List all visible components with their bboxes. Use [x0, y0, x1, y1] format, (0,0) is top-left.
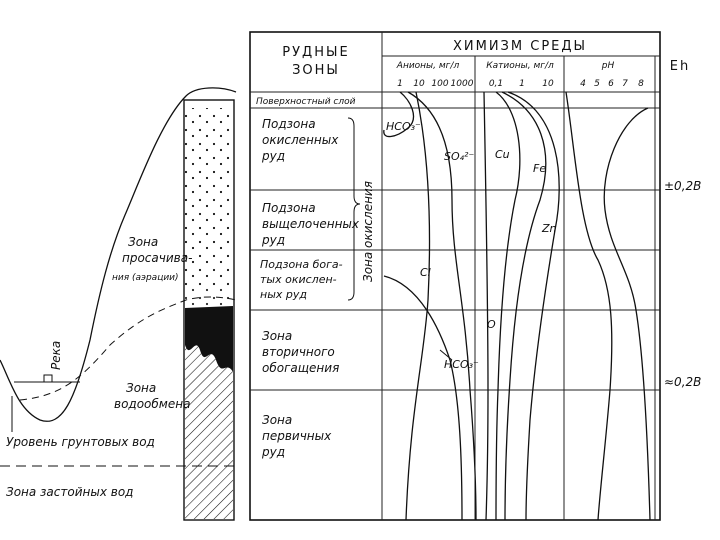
anions-tick: 10 — [413, 79, 425, 89]
chemistry-header: ХИМИЗМ СРЕДЫ — [453, 39, 587, 54]
ph-tick: 6 — [608, 79, 614, 89]
secondary-enrichment-black — [185, 306, 233, 372]
hco3-lower-curve — [383, 275, 463, 521]
ph-curves — [565, 91, 651, 521]
zn-label: Zn — [541, 222, 557, 235]
rich-ore-speckle — [185, 288, 233, 308]
anions-tick: 1000 — [451, 79, 474, 89]
anions-tick: 1 — [397, 79, 403, 89]
river-marker — [43, 374, 53, 382]
so4-curve — [407, 91, 477, 521]
oxidized-subzone-label: Подзона окисленных руд — [261, 117, 342, 163]
cl-curve — [405, 91, 431, 521]
ore-zones-header-2: ЗОНЫ — [292, 63, 340, 78]
cu-curve — [495, 91, 521, 521]
ph-tick: 7 — [622, 79, 628, 89]
o2-label: O — [487, 318, 496, 331]
seepage-zone-label: Зона просачива- ния (аэрации) — [112, 235, 196, 283]
eh-bottom-value: ≈0,2В — [664, 375, 701, 389]
exchange-zone-label: Зона водообмена — [114, 381, 190, 411]
primary-ores-label: Зона первичных руд — [261, 413, 335, 459]
ph-tick: 4 — [580, 79, 586, 89]
ph-label: pH — [601, 61, 615, 71]
hco3-top-label: HCO₃⁻ — [386, 120, 421, 133]
ph-right-curve — [603, 107, 651, 521]
anion-curves — [383, 91, 477, 521]
river-label: Река — [49, 341, 63, 370]
so4-label: SO₄²⁻ — [444, 150, 474, 163]
cations-tick: 10 — [542, 79, 554, 89]
hco3-bottom-label: HCO₃⁻ — [444, 358, 479, 371]
stagnant-water-label: Зона застойных вод — [6, 485, 133, 499]
ph-tick: 5 — [594, 79, 600, 89]
fe-label: Fe — [533, 162, 546, 175]
cation-curves — [483, 91, 560, 521]
eh-label: Eh — [670, 59, 690, 74]
hco3-curve — [383, 91, 415, 138]
groundwater-level-label: Уровень грунтовых вод — [6, 435, 155, 449]
cations-tick: 0,1 — [489, 79, 503, 89]
cu-label: Cu — [495, 148, 510, 161]
oxidation-zone-brace — [347, 117, 361, 301]
zn-curve — [507, 91, 560, 521]
primary-ore-hatch — [185, 345, 233, 519]
rich-oxidized-subzone-label: Подзона бога- тых окислен- ных руд — [260, 258, 346, 301]
secondary-enrichment-label: Зона вторичного обогащения — [262, 329, 339, 375]
cl-label: Cl — [420, 266, 431, 279]
leached-subzone-label: Подзона выщелоченных руд — [261, 201, 363, 247]
anions-label: Анионы, мг/л — [396, 61, 460, 71]
cations-label: Катионы, мг/л — [486, 61, 554, 71]
terrain-surface — [0, 87, 237, 422]
ore-zones-header: РУДНЫЕ — [282, 45, 349, 60]
ph-tick: 8 — [638, 79, 644, 89]
hco3-label-leader — [439, 349, 453, 361]
o2-curve — [483, 91, 489, 521]
fe-curve — [501, 91, 547, 521]
oxidation-zone-label: Зона окисления — [361, 181, 375, 282]
ph-left-curve — [565, 91, 613, 521]
surface-layer-label: Поверхностный слой — [256, 97, 356, 107]
eh-top-value: ±0,2В — [664, 179, 701, 193]
anions-tick: 100 — [431, 79, 448, 89]
cations-tick: 1 — [519, 79, 525, 89]
oxidized-dotted-fill — [185, 108, 233, 288]
ore-body-column — [183, 99, 235, 521]
